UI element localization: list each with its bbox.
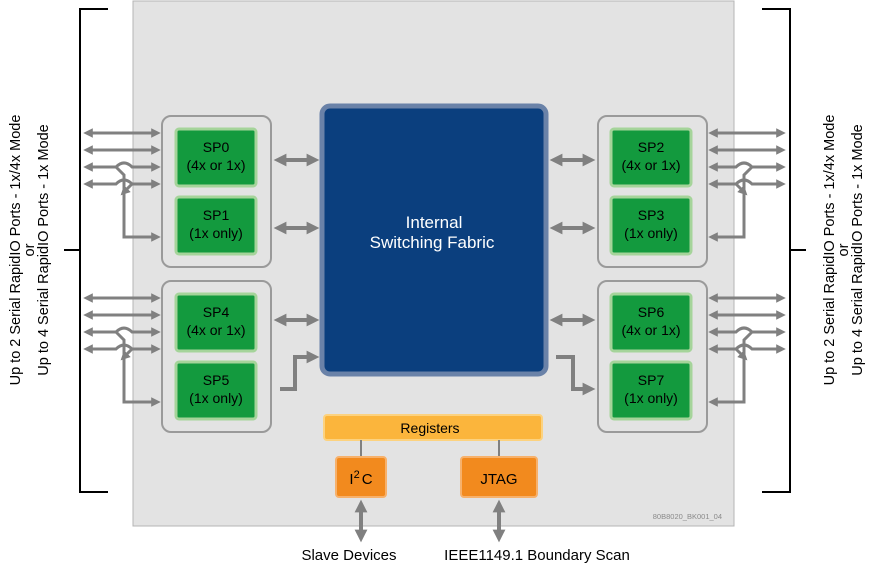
right-label-line2: Up to 4 Serial RapidIO Ports - 1x Mode bbox=[850, 124, 866, 375]
sp5-name: SP5 bbox=[203, 372, 230, 388]
sp5-mode: (1x only) bbox=[189, 390, 243, 406]
sp0-name: SP0 bbox=[203, 139, 230, 155]
left-label-line1: Up to 2 Serial RapidIO Ports - 1x/4x Mod… bbox=[8, 115, 24, 386]
lane-branch-right-bottom-b bbox=[734, 347, 748, 361]
lane-branch-left-bottom-a bbox=[114, 330, 161, 407]
sp6-name: SP6 bbox=[638, 304, 665, 320]
serial-port-sp0: SP0 (4x or 1x) bbox=[174, 127, 258, 188]
sp4-name: SP4 bbox=[203, 304, 230, 320]
sp2-name: SP2 bbox=[638, 139, 665, 155]
sp3-name: SP3 bbox=[638, 207, 665, 223]
i2c-tail: C bbox=[362, 471, 373, 488]
lane-branch-left-top-a bbox=[114, 165, 161, 242]
sp2-mode: (4x or 1x) bbox=[621, 157, 680, 173]
registers-block: Registers bbox=[323, 414, 543, 441]
sp7-mode: (1x only) bbox=[624, 390, 678, 406]
left-label-line2: Up to 4 Serial RapidIO Ports - 1x Mode bbox=[36, 124, 52, 375]
sp1-name: SP1 bbox=[203, 207, 230, 223]
sp4-mode: (4x or 1x) bbox=[186, 322, 245, 338]
figure-id: 80B8020_BK001_04 bbox=[653, 512, 722, 521]
sp1-mode: (1x only) bbox=[189, 225, 243, 241]
left-label-or: or bbox=[22, 243, 38, 256]
fabric-line1: Internal bbox=[406, 213, 463, 232]
boundary-scan-label: IEEE1149.1 Boundary Scan bbox=[444, 547, 630, 564]
serial-port-sp3: SP3 (1x only) bbox=[609, 195, 693, 256]
serial-port-sp5: SP5 (1x only) bbox=[174, 360, 258, 421]
serial-port-sp6: SP6 (4x or 1x) bbox=[609, 292, 693, 353]
sp3-mode: (1x only) bbox=[624, 225, 678, 241]
serial-port-sp1: SP1 (1x only) bbox=[174, 195, 258, 256]
lane-right-3 bbox=[708, 161, 786, 172]
slave-devices-label: Slave Devices bbox=[301, 547, 396, 564]
lane-branch-left-top-b bbox=[120, 182, 134, 196]
sp7-name: SP7 bbox=[638, 372, 665, 388]
fabric-line2: Switching Fabric bbox=[370, 233, 495, 252]
left-port-label: Up to 2 Serial RapidIO Ports - 1x/4x Mod… bbox=[8, 115, 52, 386]
registers-label: Registers bbox=[400, 420, 459, 436]
serial-port-sp4: SP4 (4x or 1x) bbox=[174, 292, 258, 353]
lane-branch-right-bottom-a bbox=[708, 330, 754, 407]
serial-port-sp2: SP2 (4x or 1x) bbox=[609, 127, 693, 188]
right-label-line1: Up to 2 Serial RapidIO Ports - 1x/4x Mod… bbox=[822, 115, 838, 386]
arrow-sp5-fabric bbox=[280, 350, 320, 391]
right-label-or: or bbox=[836, 243, 852, 256]
lane-branch-right-top-a bbox=[708, 165, 754, 242]
right-port-label: Up to 2 Serial RapidIO Ports - 1x/4x Mod… bbox=[822, 115, 866, 386]
lane-branch-right-top-b bbox=[734, 182, 748, 196]
i2c-sup: 2 bbox=[354, 469, 360, 481]
serial-port-sp7: SP7 (1x only) bbox=[609, 360, 693, 421]
sp0-mode: (4x or 1x) bbox=[186, 157, 245, 173]
jtag-label: JTAG bbox=[480, 471, 517, 488]
right-bracket bbox=[762, 8, 806, 493]
jtag-block: JTAG bbox=[460, 456, 538, 498]
arrow-sp7-fabric bbox=[556, 355, 596, 396]
lane-branch-left-bottom-b bbox=[120, 347, 134, 361]
left-bracket bbox=[64, 8, 108, 493]
sp6-mode: (4x or 1x) bbox=[621, 322, 680, 338]
switching-fabric: Internal Switching Fabric bbox=[319, 103, 549, 377]
i2c-base: I bbox=[349, 471, 353, 488]
